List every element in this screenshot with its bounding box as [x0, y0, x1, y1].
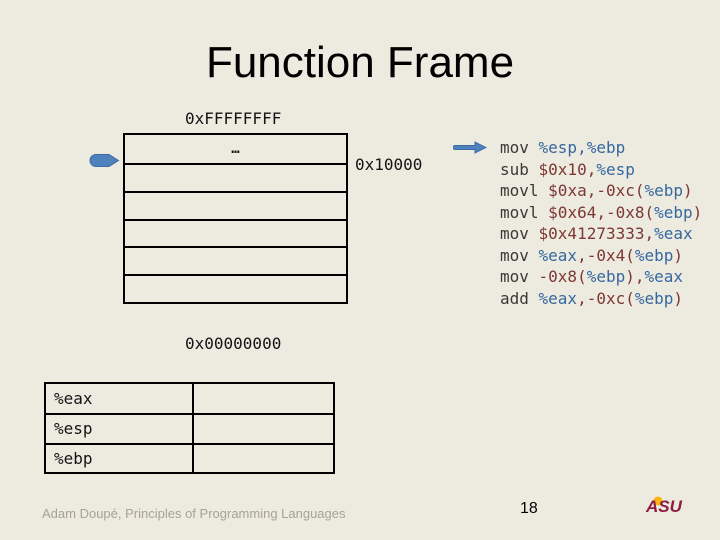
assembly-line: mov $0x41273333,%eax: [500, 224, 693, 243]
address-label-mid: 0x10000: [355, 155, 423, 174]
stack-row: [125, 190, 346, 219]
page-number: 18: [520, 500, 538, 517]
register-value: [192, 444, 333, 472]
assembly-line: add %eax,-0xc(%ebp): [500, 288, 684, 308]
asu-logo: ASU: [645, 496, 683, 516]
assembly-line: mov %esp,%ebp: [500, 138, 626, 157]
assembly-line: mov %eax,-0x4(%ebp): [500, 245, 684, 265]
stack-row: …: [231, 140, 240, 157]
assembly-line: mov -0x8(%ebp),%eax: [500, 267, 684, 286]
address-label-bottom: 0x00000000: [185, 334, 282, 353]
register-row: %eax: [46, 384, 333, 414]
assembly-line: movl $0xa,-0xc(%ebp): [500, 181, 693, 200]
stack-row: [125, 162, 346, 191]
footer-credit: Adam Doupé, Principles of Programming La…: [42, 506, 346, 521]
page-title: Function Frame: [205, 38, 515, 87]
register-table: %eax %esp %ebp: [44, 382, 335, 474]
stack-pointer-arrow-icon: [89, 154, 120, 167]
stack-row: [125, 246, 346, 274]
code-pointer-arrow-icon: [453, 141, 487, 154]
assembly-line: movl $0x64,-0x8(%ebp): [500, 202, 703, 222]
asu-logo-text: ASU: [645, 497, 683, 516]
register-name: %eax: [54, 389, 93, 409]
register-value: [192, 384, 333, 414]
register-row: %esp: [46, 413, 333, 443]
stack-row: [125, 274, 346, 302]
stack-diagram: …: [123, 133, 348, 304]
address-label-top: 0xFFFFFFFF: [185, 109, 282, 128]
register-row: %ebp: [46, 442, 333, 472]
register-value: [192, 415, 333, 443]
assembly-code-block: mov %esp,%ebp sub $0x10,%esp movl $0xa,-0x…: [500, 137, 702, 309]
assembly-line: sub $0x10,%esp: [500, 159, 635, 179]
stack-row: [125, 218, 346, 247]
register-name: %ebp: [54, 448, 93, 468]
register-name: %esp: [54, 419, 93, 439]
